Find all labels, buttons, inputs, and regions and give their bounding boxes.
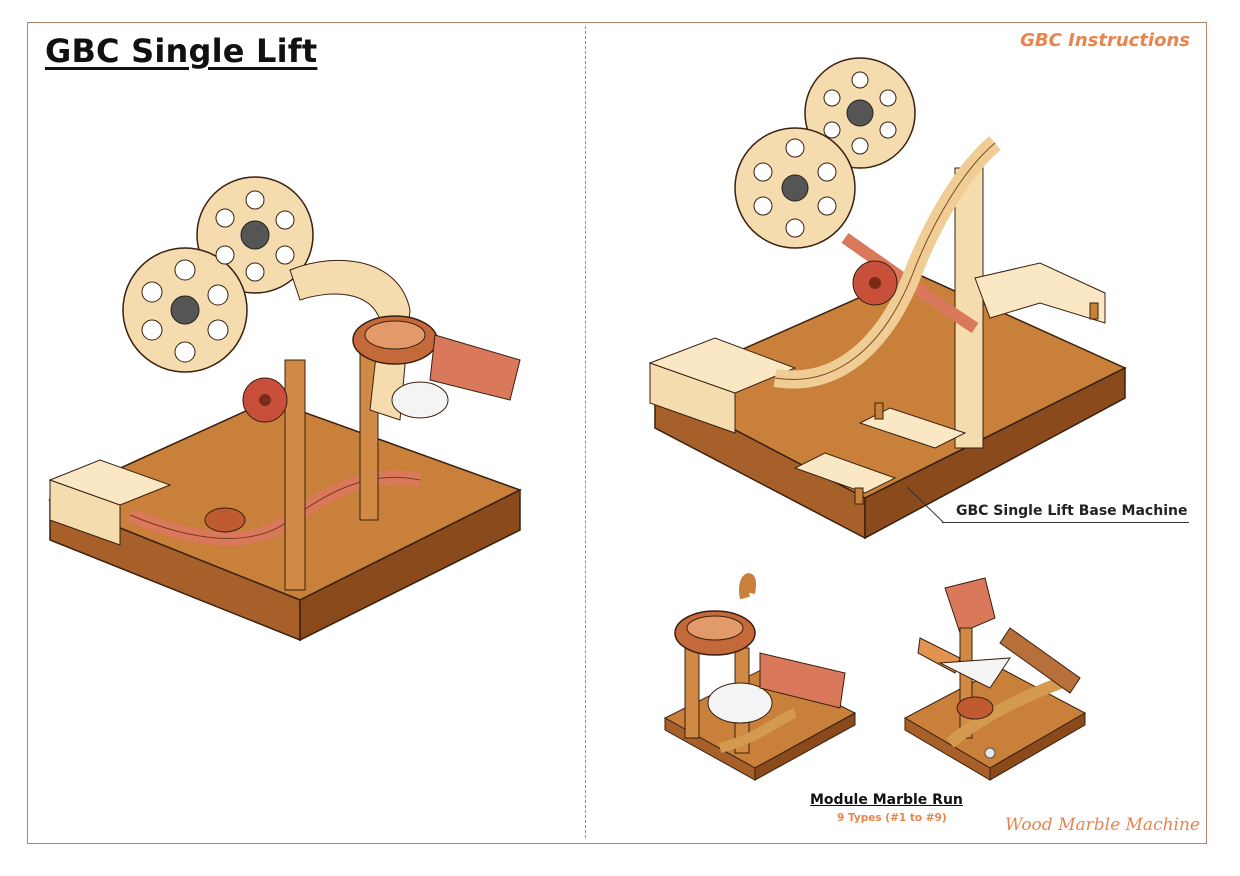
- base-machine-label-underline: [942, 522, 1189, 523]
- page-title: GBC Single Lift: [45, 32, 318, 70]
- full-machine-illustration: [48, 176, 522, 642]
- spinner-module-illustration: [903, 577, 1087, 781]
- center-divider-line: [585, 26, 586, 838]
- drawing-sheet-border: [27, 22, 1207, 844]
- footer-brand: Wood Marble Machine: [1005, 815, 1200, 835]
- base-machine-label: GBC Single Lift Base Machine: [956, 503, 1188, 519]
- base-machine-illustration: [648, 57, 1127, 540]
- bowl-module-illustration: [663, 573, 857, 781]
- brand-header: GBC Instructions: [1020, 30, 1190, 51]
- module-subtitle: 9 Types (#1 to #9): [837, 812, 947, 824]
- module-title: Module Marble Run: [810, 792, 963, 808]
- base-machine-leader-line: [906, 486, 944, 523]
